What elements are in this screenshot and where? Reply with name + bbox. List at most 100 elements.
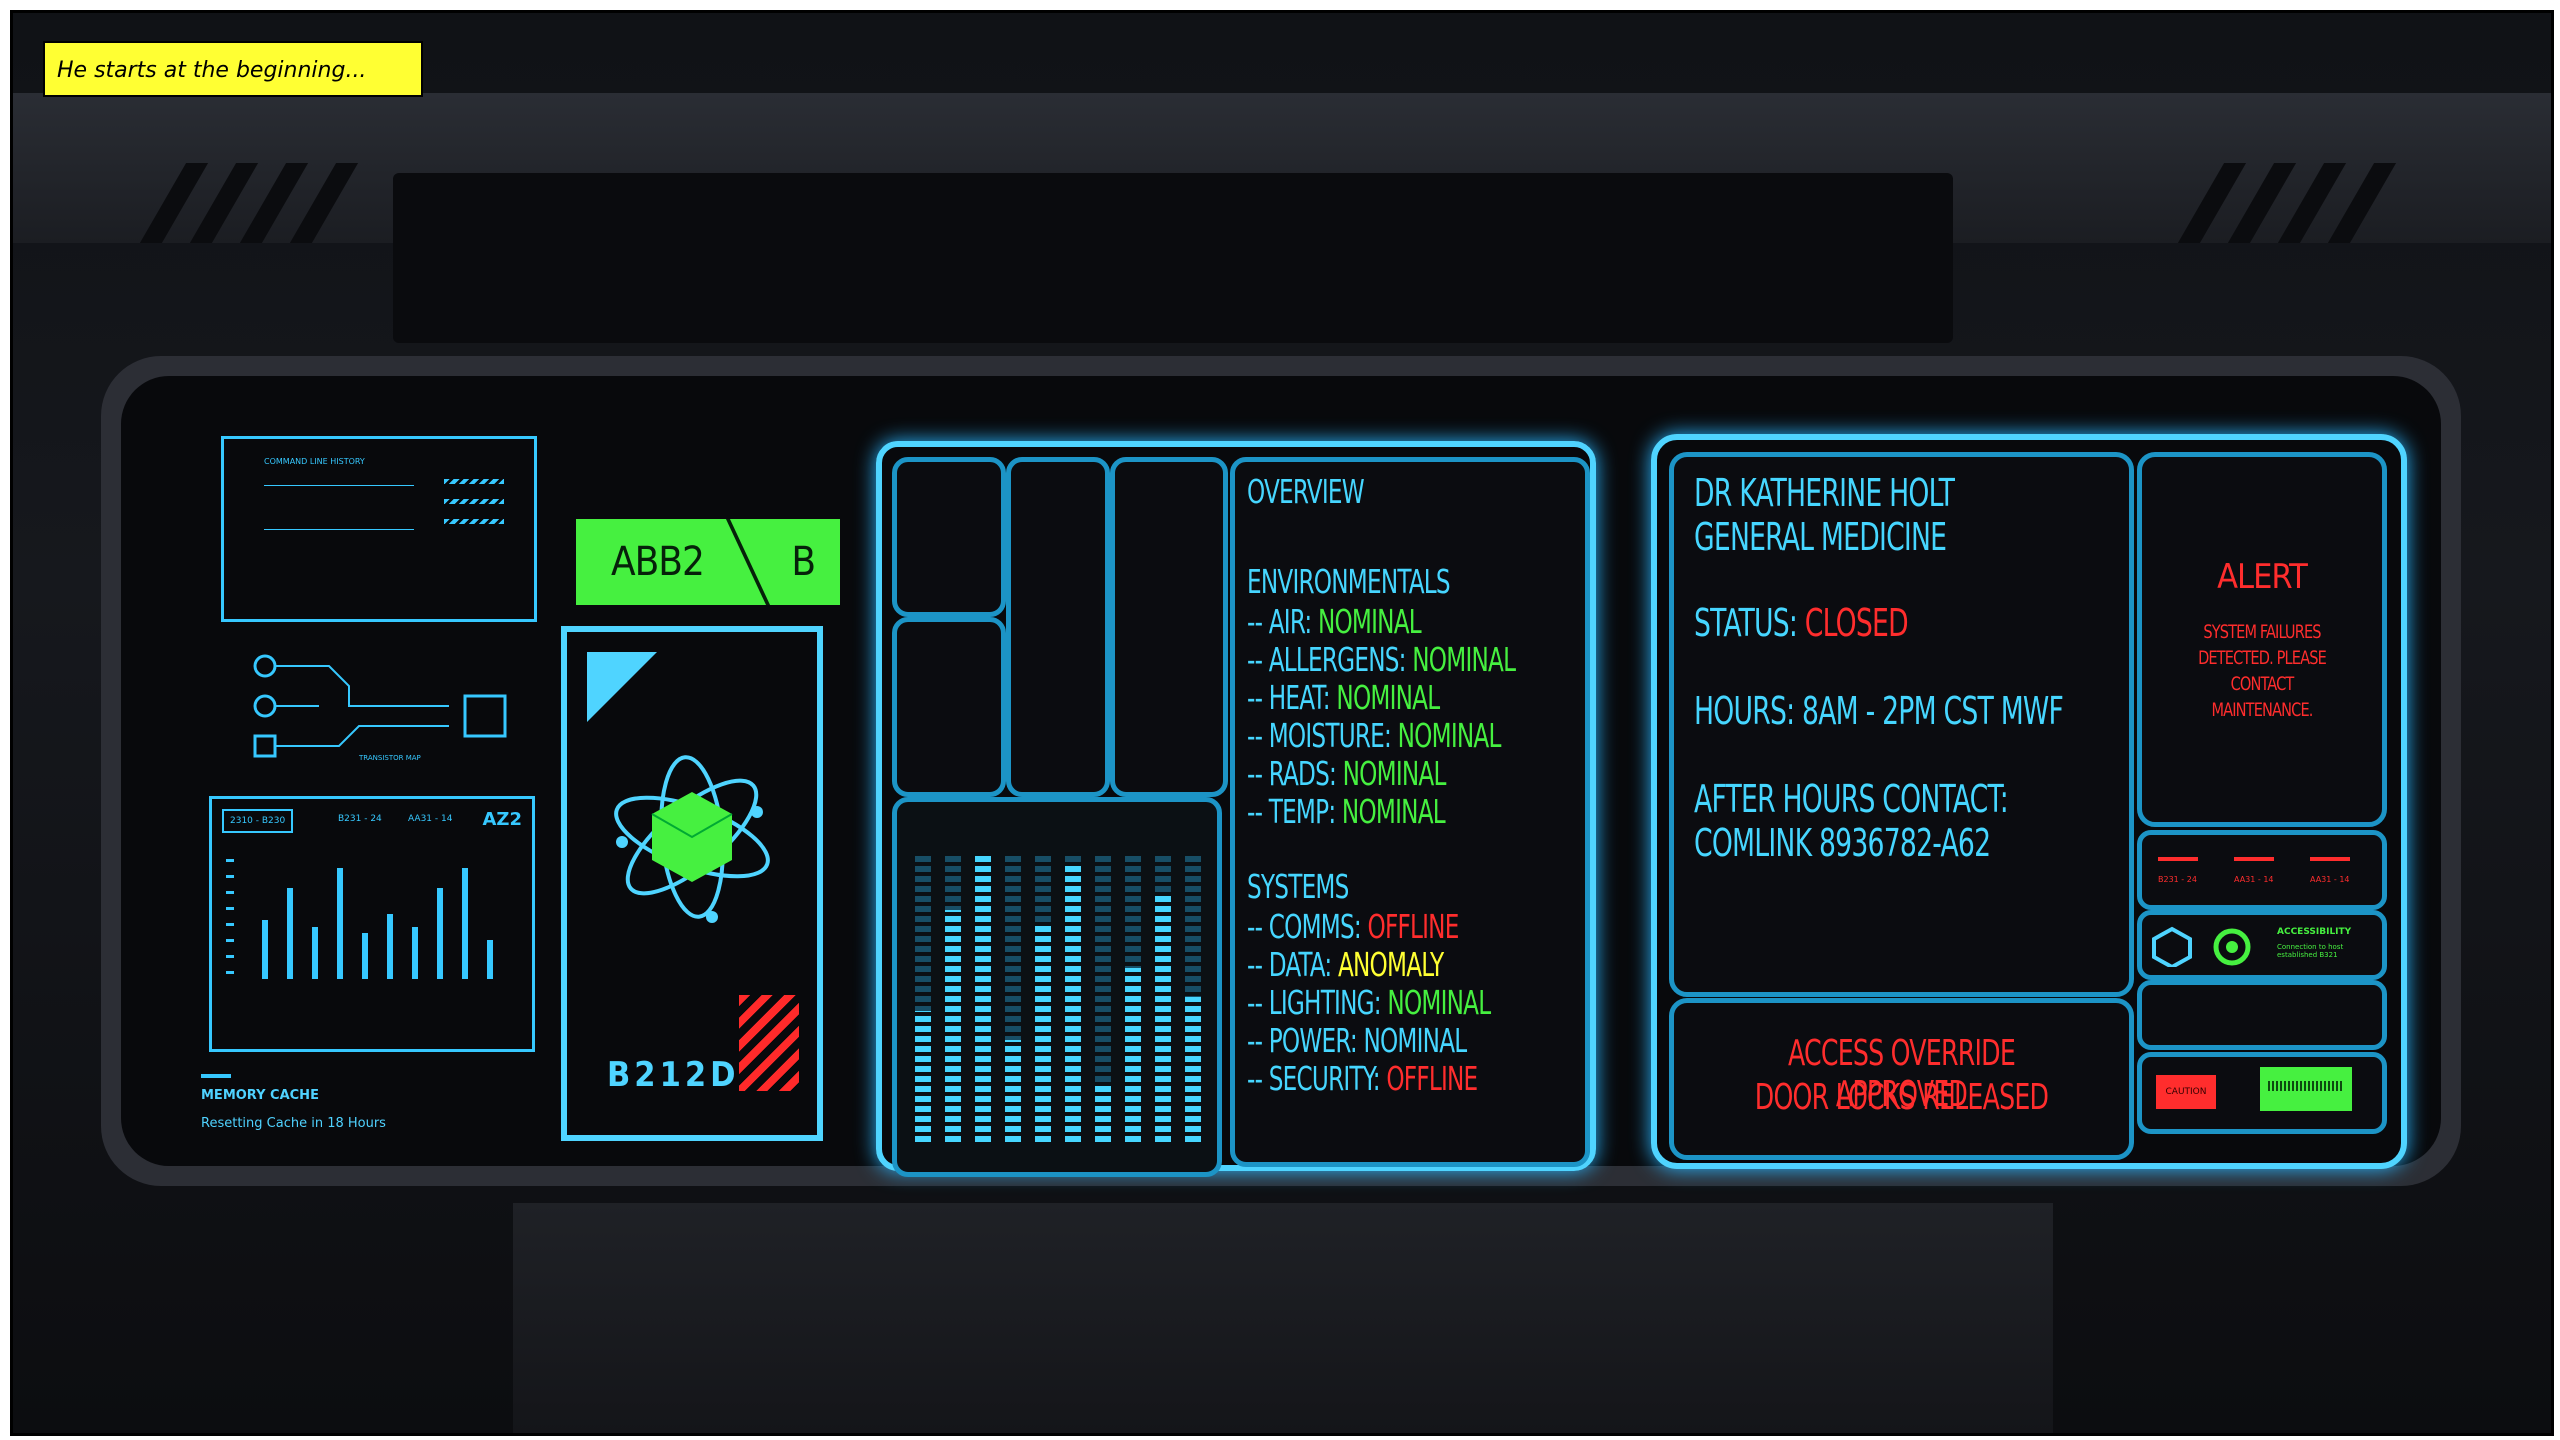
equalizer-track [1095, 852, 1111, 1142]
equalizer-bar [1125, 968, 1141, 1142]
grid-cell [892, 617, 1006, 797]
atom-icon [614, 755, 770, 923]
equalizer-bar [1065, 866, 1081, 1142]
caution-badge: CAUTION [2156, 1075, 2216, 1109]
transistor-map: TRANSISTOR MAP [209, 636, 539, 776]
status-row-label: -- DATA: [1247, 945, 1338, 984]
status-row-value: OFFLINE [1367, 907, 1459, 946]
right-vents [2177, 163, 2421, 243]
bar-az-label: AZ2 [482, 809, 522, 830]
equalizer-bar [1185, 997, 1201, 1142]
alert-message: SYSTEM FAILURES DETECTED. PLEASE CONTACT… [2160, 619, 2364, 723]
memory-cache-title: MEMORY CACHE [201, 1088, 319, 1103]
room-tag: ABB2 B [576, 519, 840, 605]
door-locks-text: DOOR LOCKS RELEASED [1754, 1077, 2049, 1118]
command-history-title: COMMAND LINE HISTORY [264, 457, 365, 466]
accessibility-box: ACCESSIBILITY Connection to host establi… [2137, 910, 2387, 980]
tick-dash [226, 907, 234, 910]
doctor-panel: DR KATHERINE HOLT GENERAL MEDICINE STATU… [1651, 434, 2407, 1169]
status-row: -- RADS: NOMINAL [1247, 754, 1446, 793]
status-label: STATUS: [1694, 601, 1805, 645]
equalizer-bar [1035, 924, 1051, 1142]
alert-line: CONTACT [2230, 673, 2295, 695]
command-text-block [264, 485, 414, 526]
memory-cache-subtitle: Resetting Cache in 18 Hours [201, 1116, 386, 1131]
progress-stripe [444, 519, 504, 524]
status-row-value: NOMINAL [1317, 602, 1422, 641]
status-row-label: -- MOISTURE: [1247, 716, 1398, 755]
status-row-value: NOMINAL [1363, 1021, 1467, 1060]
tick-dash [226, 875, 234, 878]
equalizer-bar [975, 852, 991, 1142]
status-row-label: -- LIGHTING: [1247, 983, 1388, 1022]
grid-cell [892, 457, 1006, 617]
status-row: -- SECURITY: OFFLINE [1247, 1059, 1478, 1098]
status-row: -- AIR: NOMINAL [1247, 602, 1422, 641]
room-tag-divider [725, 519, 771, 605]
progress-stripe [444, 479, 504, 484]
status-row-value: NOMINAL [1342, 754, 1447, 793]
room-tag-left: ABB2 [611, 539, 705, 585]
command-text-block [264, 529, 414, 570]
bar-monitor: 2310 - B230 B231 - 24 AA31 - 14 AZ2 [209, 796, 535, 1052]
atom-code: B212D [607, 1055, 740, 1095]
chip-label: B231 - 24 [2158, 875, 2197, 884]
grid-cell [1006, 457, 1110, 797]
mini-bar [387, 914, 393, 979]
tick-dash [226, 939, 234, 942]
bar-tag: 2310 - B230 [222, 809, 294, 833]
status-row-label: -- RADS: [1247, 754, 1343, 793]
atom-panel: B212D [561, 626, 823, 1141]
corner-triangle [587, 652, 657, 722]
status-row-value: NOMINAL [1336, 678, 1440, 717]
equalizer-bar [1155, 895, 1171, 1142]
caution-box: CAUTION [2137, 1052, 2387, 1134]
alert-line: DETECTED. PLEASE [2198, 647, 2327, 669]
progress-stripe [444, 499, 504, 504]
tick-dash [226, 859, 234, 862]
tick-dash [226, 923, 234, 926]
status-row-label: -- COMMS: [1247, 907, 1368, 946]
console-screen: COMMAND LINE HISTORY TRANSISTOR MAP [121, 376, 2441, 1177]
mini-bar [287, 888, 293, 979]
equalizer [892, 797, 1222, 1177]
mini-bar [412, 927, 418, 979]
status-row: -- TEMP: NOMINAL [1247, 792, 1446, 831]
comic-panel: COMMAND LINE HISTORY TRANSISTOR MAP [10, 10, 2554, 1436]
after-hours-label: AFTER HOURS CONTACT: [1694, 777, 2009, 821]
mini-bar [362, 933, 368, 979]
accessibility-subtitle: Connection to host established B321 [2277, 943, 2344, 959]
equalizer-bar [945, 910, 961, 1142]
console-pedestal [513, 1203, 2053, 1433]
warning-hatch [739, 995, 799, 1091]
mini-bar [437, 888, 443, 979]
status-row-label: -- POWER: [1247, 1021, 1364, 1060]
tick-dash [226, 891, 234, 894]
mini-bar [462, 868, 468, 979]
memory-divider [201, 1074, 231, 1078]
status-row-label: -- HEAT: [1247, 678, 1337, 717]
overview-panel: OVERVIEW ENVIRONMENTALS -- AIR: NOMINAL-… [876, 441, 1596, 1177]
status-line: STATUS: CLOSED [1694, 601, 1909, 645]
room-tag-right: B [791, 539, 816, 585]
status-row-value: NOMINAL [1397, 716, 1502, 755]
doctor-department: GENERAL MEDICINE [1694, 515, 1947, 559]
chip-label: AA31 - 14 [2310, 875, 2350, 884]
mini-bar [312, 927, 318, 979]
doctor-info: DR KATHERINE HOLT GENERAL MEDICINE STATU… [1669, 452, 2134, 997]
status-value: CLOSED [1804, 601, 1909, 645]
overview-title: OVERVIEW [1247, 472, 1365, 511]
command-history-box: COMMAND LINE HISTORY [221, 436, 537, 622]
status-row-value: NOMINAL [1412, 640, 1516, 679]
status-row: -- LIGHTING: NOMINAL [1247, 983, 1491, 1022]
chip-box: B231 - 24 AA31 - 14 AA31 - 14 [2137, 830, 2387, 910]
tick-dash [226, 955, 234, 958]
status-row: -- MOISTURE: NOMINAL [1247, 716, 1501, 755]
medical-console: COMMAND LINE HISTORY TRANSISTOR MAP [101, 356, 2461, 1186]
status-row-value: NOMINAL [1387, 983, 1491, 1022]
status-row: -- DATA: ANOMALY [1247, 945, 1444, 984]
status-row-label: -- AIR: [1247, 602, 1318, 641]
alert-line: MAINTENANCE. [2211, 699, 2313, 721]
status-row-label: -- ALLERGENS: [1247, 640, 1413, 679]
wall-bay [393, 173, 1953, 343]
